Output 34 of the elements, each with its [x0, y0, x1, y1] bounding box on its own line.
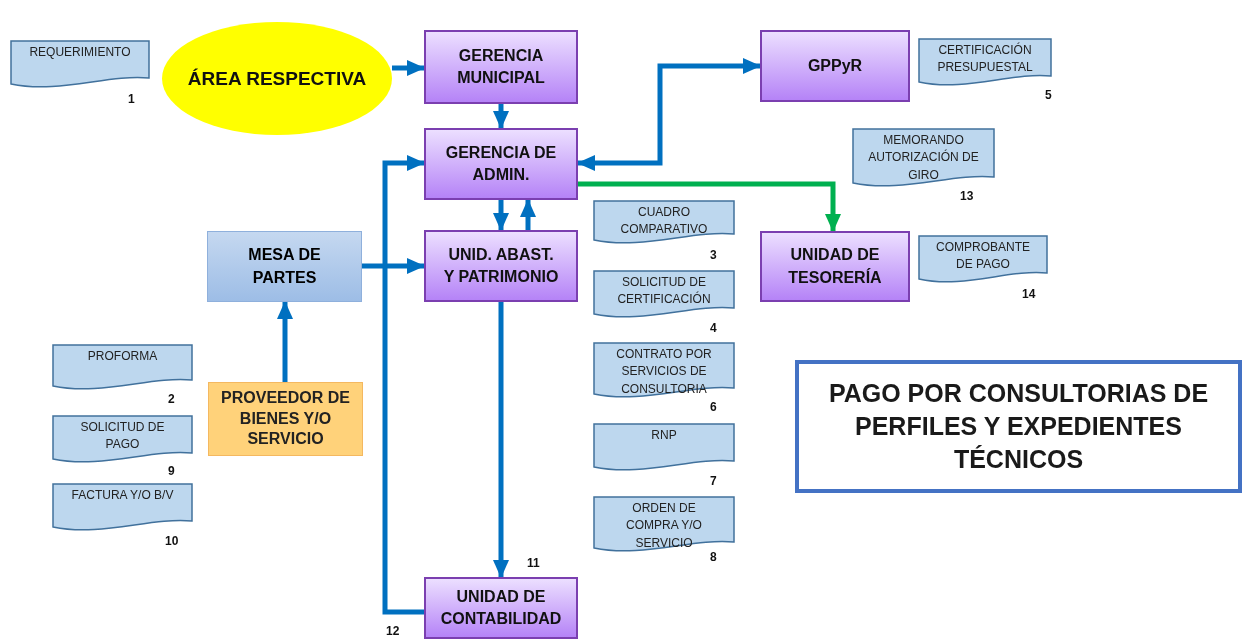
document-number: 9: [168, 464, 175, 478]
document-number: 5: [1045, 88, 1052, 102]
diagram-title: PAGO POR CONSULTORIAS DE PERFILES Y EXPEDIENTES TÉCNICOS: [795, 360, 1242, 493]
process-box: GERENCIA DE ADMIN.: [424, 128, 578, 200]
document-number: 11: [527, 556, 540, 570]
arrow: [493, 104, 509, 129]
process-box: GPPyR: [760, 30, 910, 102]
ellipse-node: ÁREA RESPECTIVA: [162, 22, 392, 135]
document-number: 8: [710, 550, 717, 564]
arrow: [493, 200, 509, 231]
document-number: 13: [960, 189, 974, 203]
process-box: UNID. ABAST. Y PATRIMONIO: [424, 230, 578, 302]
process-box: UNIDAD DE TESORERÍA: [760, 231, 910, 302]
document-number: 2: [168, 392, 175, 406]
arrow: [382, 155, 425, 615]
process-box: PROVEEDOR DE BIENES Y/O SERVICIO: [208, 382, 363, 456]
document-number: 7: [710, 474, 717, 488]
document-number: 14: [1022, 287, 1036, 301]
document-number: 6: [710, 400, 717, 414]
arrow: [362, 258, 425, 274]
process-box: GERENCIA MUNICIPAL: [424, 30, 578, 104]
arrow: [520, 199, 536, 230]
arrow: [578, 181, 841, 232]
document-number: 10: [165, 534, 179, 548]
process-box: MESA DE PARTES: [207, 231, 362, 302]
document-number: 3: [710, 248, 717, 262]
arrow: [392, 60, 425, 76]
step-number: 12: [386, 624, 400, 638]
arrow: [577, 58, 761, 171]
document-number: 1: [128, 92, 135, 106]
arrow: [277, 301, 293, 382]
document-number: 4: [710, 321, 717, 335]
arrow: [493, 302, 509, 578]
process-box: UNIDAD DE CONTABILIDAD: [424, 577, 578, 639]
